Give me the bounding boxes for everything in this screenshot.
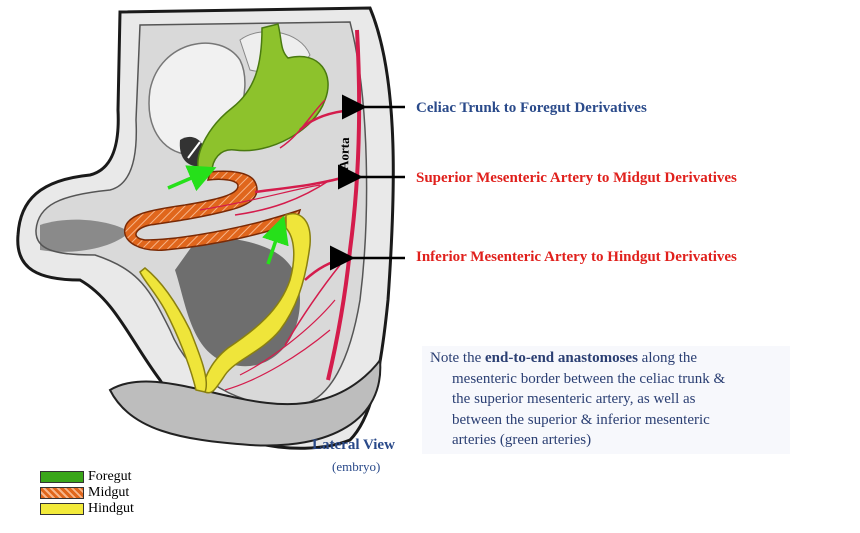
note-line-5: arteries (green arteries) xyxy=(452,432,592,448)
legend-item-hindgut: Hindgut xyxy=(40,501,134,517)
note-line-4: between the superior & inferior mesenter… xyxy=(452,411,710,428)
note-after-bold: along the xyxy=(637,350,698,366)
note-bold-term: end-to-end anastomoses xyxy=(484,350,638,366)
anastomosis-arrows xyxy=(167,141,289,265)
hindgut-swatch-icon xyxy=(40,503,84,515)
foregut-swatch-icon xyxy=(40,471,84,483)
hindgut xyxy=(139,213,311,394)
foregut-stomach xyxy=(197,23,329,173)
legend-label: Hindgut xyxy=(88,501,134,516)
legend: Foregut Midgut Hindgut xyxy=(40,469,134,517)
celiac-trunk-label: Celiac Trunk to Foregut Derivatives xyxy=(416,100,647,116)
inferior-mesenteric-label: Inferior Mesenteric Artery to Hindgut De… xyxy=(416,249,737,265)
superior-mesenteric-label: Superior Mesenteric Artery to Midgut Der… xyxy=(416,170,737,186)
legend-item-foregut: Foregut xyxy=(40,469,134,485)
view-subtitle: (embryo) xyxy=(332,459,381,474)
legend-label: Midgut xyxy=(88,485,130,500)
note-intro: Note the xyxy=(430,350,485,366)
anastomoses-note: Note the end-to-end anastomoses along th… xyxy=(422,346,790,454)
callout-arrows xyxy=(330,94,405,271)
aorta-label: Aorta xyxy=(336,137,352,170)
note-line-3: the superior mesenteric artery, as well … xyxy=(452,391,696,407)
green-arrow-lower xyxy=(262,215,289,265)
midgut-swatch-icon xyxy=(40,487,84,499)
note-line-1: Note the end-to-end anastomoses along th… xyxy=(430,348,790,369)
view-title: Lateral View xyxy=(312,437,395,453)
white-arrow xyxy=(187,141,201,159)
legend-label: Foregut xyxy=(88,469,132,484)
green-arrow-upper xyxy=(167,165,217,192)
note-line-2: mesenteric border between the celiac tru… xyxy=(452,370,726,387)
legend-item-midgut: Midgut xyxy=(40,485,134,501)
